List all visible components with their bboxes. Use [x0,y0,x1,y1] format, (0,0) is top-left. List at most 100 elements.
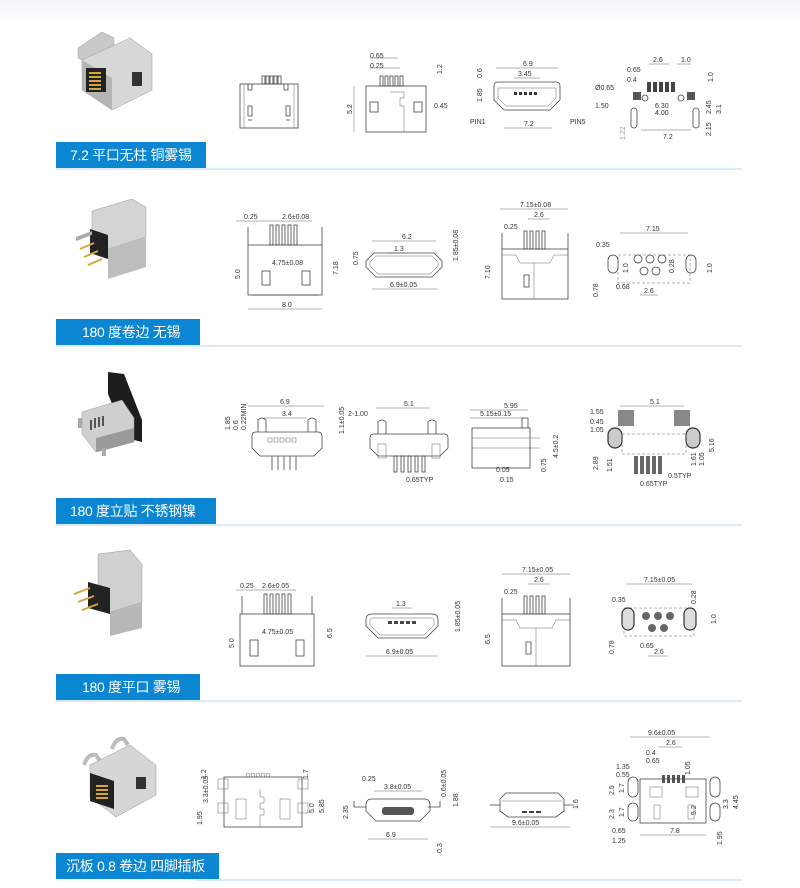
dim-label: 2-1.00 [348,411,368,418]
connector-photo [68,368,168,468]
drawing-port-view: 6.2 1.3 0.75 1.85±0.08 6.9±0.05 [352,225,462,305]
section-title-tab: 180 度立贴 不锈钢镍 [56,498,216,524]
dim-label: Ø0.65 [595,85,614,92]
dim-label: 9.6±0.05 [512,820,539,827]
dim-label: 1.7 [303,769,310,779]
dim-label: 0.15 [500,477,514,484]
section-divider [56,168,742,170]
drawing-front-view: 0.25 2.6±0.08 5.0 7.18 4.75±0.08 8.0 [232,209,342,319]
drawing-pcb-footprint: 2.6 1.0 0.65 0.4 Ø0.65 1.0 6.30 4.00 1.5… [595,56,725,141]
dim-label: 1.88 [453,793,460,807]
dim-label: 0.28 [669,259,676,273]
product-section-2: 0.25 2.6±0.08 5.0 7.18 4.75±0.08 8.0 6.2… [0,175,800,350]
dim-label: PIN5 [570,119,586,126]
dim-label: 5.1 [404,401,414,408]
dim-label: 1.50 [595,103,609,110]
dim-label: 0.25 [504,224,518,231]
drawing-side-view: 0.65 0.25 1.2 5.2 0.45 [340,52,455,137]
dim-label: 1.6 [573,799,580,809]
dim-label: 0.25 [244,214,258,221]
dim-label: 1.05 [590,427,604,434]
section-title-tab: 7.2 平口无柱 铜雾锡 [56,142,206,168]
dim-label: 0.55 [616,772,630,779]
section-title-tab: 180 度卷边 无锡 [56,319,201,345]
dim-label: 1.7 [619,783,626,793]
dim-label: 6.9±0.05 [390,282,417,289]
dim-label: 1.85 [225,416,232,430]
dim-label: 6.9±0.05 [386,649,413,656]
dim-label: 4.45 [733,795,740,809]
section-divider [56,700,742,702]
dim-label: 7.2 [524,121,534,128]
drawing-front-view [236,75,306,132]
section-divider [56,524,742,526]
dim-label: 6.2 [402,234,412,241]
dim-label: 3.3±0.05 [203,776,210,803]
dim-label: 7.18 [333,261,340,275]
connector-photo [60,28,160,128]
dim-label: 1.2 [437,64,444,74]
dim-label: 7.10 [485,265,492,279]
dim-label: 2.5 [609,785,616,795]
dim-label: 0.65 [612,828,626,835]
product-section-4: 0.25 2.6±0.05 5.0 6.5 4.75±0.05 1.3 1.85… [0,528,800,703]
connector-photo [68,197,168,297]
dim-label: 1.3 [396,601,406,608]
dim-label: 0.3 [437,843,444,853]
dim-label: 1.0 [708,72,715,82]
connector-photo [66,725,166,825]
dim-label: 2.6±0.05 [262,583,289,590]
dim-label: 5.2 [347,104,354,114]
dim-label: 1.0 [623,263,630,273]
page-header-fade [0,0,800,26]
dim-label: 1.85±0.05 [455,601,462,632]
dim-label: 4.75±0.05 [262,629,293,636]
dim-label: 1.25 [612,838,626,845]
dim-label: 2.89 [593,456,600,470]
dim-label: 5.0 [229,638,236,648]
dim-label: 1.05 [699,452,706,466]
drawing-rear-view: 5.1 2-1.00 0.65TYP [348,394,458,486]
dim-label: 0.75 [541,458,548,472]
drawing-side-view: 5.95 5.15±0.15 4.5±0.2 0.75 0.05 0.15 [466,394,576,486]
dim-label: 2.6±0.08 [282,214,309,221]
dim-label: 0.35 [612,597,626,604]
dim-label: 7.15 [646,226,660,233]
dim-label: 2.45 [706,100,713,114]
drawing-top-view: 1.6 9.6±0.05 [486,781,586,831]
dim-label: 2.6 [644,288,654,295]
dim-label: 1.95 [717,831,724,845]
dim-label: 0.05 [496,467,510,474]
dim-label: 1.22 [620,126,627,140]
dim-label: 5.0 [309,803,316,813]
dim-label: 0.65TYP [640,481,668,488]
dim-label: 7.8 [670,828,680,835]
dim-label: 2.6 [534,577,544,584]
dim-label: 0.25 [504,589,518,596]
dim-label: 2.15 [706,122,713,136]
dim-label: 3.4 [282,411,292,418]
drawing-port-view: 0.25 3.8±0.05 2.35 0.6±0.05 1.88 6.9 0.3 [343,770,484,853]
dim-label: 4.5±0.2 [553,435,560,458]
dim-label: 0.28 [691,590,698,604]
dim-label: 1.2 [201,769,208,779]
drawing-port-view: 1.3 1.85±0.05 6.9±0.05 [356,584,466,664]
dim-label: 0.78 [609,640,616,654]
dim-label: 0.6 [233,420,240,430]
product-section-5: 1.2 1.95 3.3±0.05 1.7 5.0 5.85 0.25 3.8±… [0,703,800,888]
dim-label: 1.35 [616,764,630,771]
drawing-pcb-footprint: 9.6±0.05 2.6 0.4 0.65 1.35 0.55 1.05 2.5… [609,729,740,849]
dim-label: 2.6 [534,212,544,219]
dim-label: 1.95 [197,811,204,825]
dim-label: 5.85 [319,799,326,813]
dim-label: 0.25 [370,63,384,70]
dim-label: 0.65 [370,53,384,60]
dim-label: 3.8±0.05 [384,784,411,791]
drawing-pcb-footprint: 7.15 0.35 1.0 0.28 0.78 0.68 2.6 1.0 [590,223,720,303]
dim-label: 0.65 [646,758,660,765]
dim-label: 3.3 [723,799,730,809]
dim-label: 2.6 [653,57,663,64]
dim-label: 6.9 [280,399,290,406]
dim-label: 8.0 [282,302,292,309]
dim-label: 1.85±0.08 [453,230,460,261]
